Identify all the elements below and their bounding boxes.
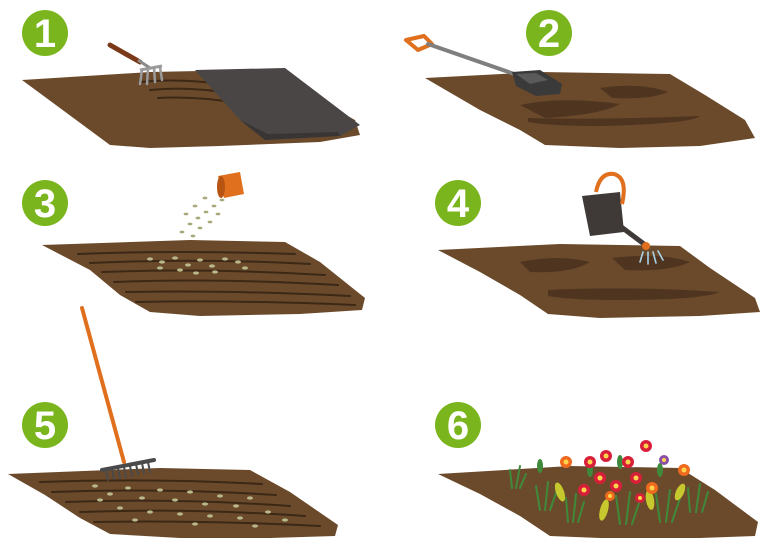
- step-number-1: 1: [34, 12, 56, 56]
- step-6-panel: 6: [435, 402, 758, 538]
- soil-bed: [8, 468, 338, 538]
- flower: [622, 456, 634, 468]
- step-badge-3: 3: [22, 180, 68, 226]
- step-1-panel: 1: [22, 10, 360, 148]
- step-number-2: 2: [538, 12, 560, 56]
- flower: [646, 482, 658, 494]
- soil-bed: [438, 244, 760, 318]
- flower: [610, 480, 622, 492]
- step-4-panel: 4: [435, 174, 760, 318]
- flower: [578, 484, 590, 496]
- flower: [640, 440, 652, 452]
- step-number-6: 6: [447, 404, 469, 448]
- flower: [659, 455, 669, 465]
- flower: [594, 472, 606, 484]
- garden-rake-icon: [82, 308, 154, 480]
- step-badge-4: 4: [435, 180, 481, 226]
- flower: [678, 464, 690, 476]
- seed-cup-icon: [217, 172, 244, 198]
- step-number-4: 4: [447, 182, 470, 226]
- step-5-panel: 5: [8, 308, 338, 538]
- flower: [605, 491, 615, 501]
- step-2-panel: 2: [406, 10, 755, 148]
- flower: [600, 450, 612, 462]
- flower: [560, 456, 572, 468]
- flower: [635, 493, 645, 503]
- step-number-5: 5: [34, 404, 56, 448]
- step-badge-6: 6: [435, 402, 481, 448]
- step-3-panel: 3: [22, 172, 365, 316]
- step-badge-5: 5: [22, 402, 68, 448]
- step-badge-1: 1: [22, 10, 68, 56]
- watering-can-icon: [582, 174, 650, 250]
- falling-seeds: [180, 193, 233, 238]
- flower: [584, 456, 596, 468]
- flower: [630, 472, 642, 484]
- step-badge-2: 2: [526, 10, 572, 56]
- step-number-3: 3: [34, 182, 56, 226]
